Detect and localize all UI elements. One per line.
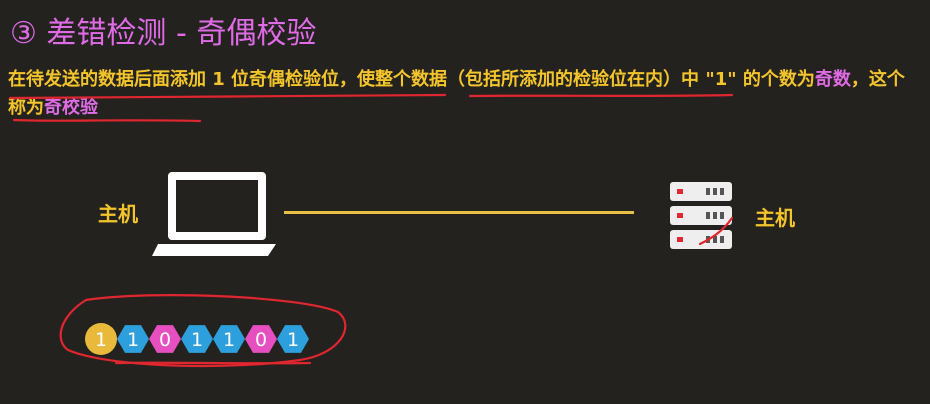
bit-value: 0 [255,329,267,351]
right-host-label: 主机 [755,206,795,230]
description-part1: 在待发送的数据后面添加 1 位奇偶检验位，使整个数据（包括所添加的检验位在内）中… [8,69,815,90]
bit-value: 1 [191,329,203,351]
connection-line [284,211,634,214]
description-text: 在待发送的数据后面添加 1 位奇偶检验位，使整个数据（包括所添加的检验位在内）中… [8,66,922,122]
server-icon [670,182,732,249]
bit-value: 0 [159,329,171,351]
bit-value: 1 [127,329,139,351]
laptop-icon [152,172,276,256]
bit-value: 1 [287,329,299,351]
page-title: ③ 差错检测 - 奇偶校验 [10,16,317,51]
bit-value: 1 [95,329,107,351]
description-part2: ，这个称为 [8,69,905,118]
odd-parity-term: 奇校验 [44,97,98,118]
left-host-label: 主机 [98,202,138,226]
bit-value: 1 [223,329,235,351]
odd-word: 奇数 [814,69,851,90]
